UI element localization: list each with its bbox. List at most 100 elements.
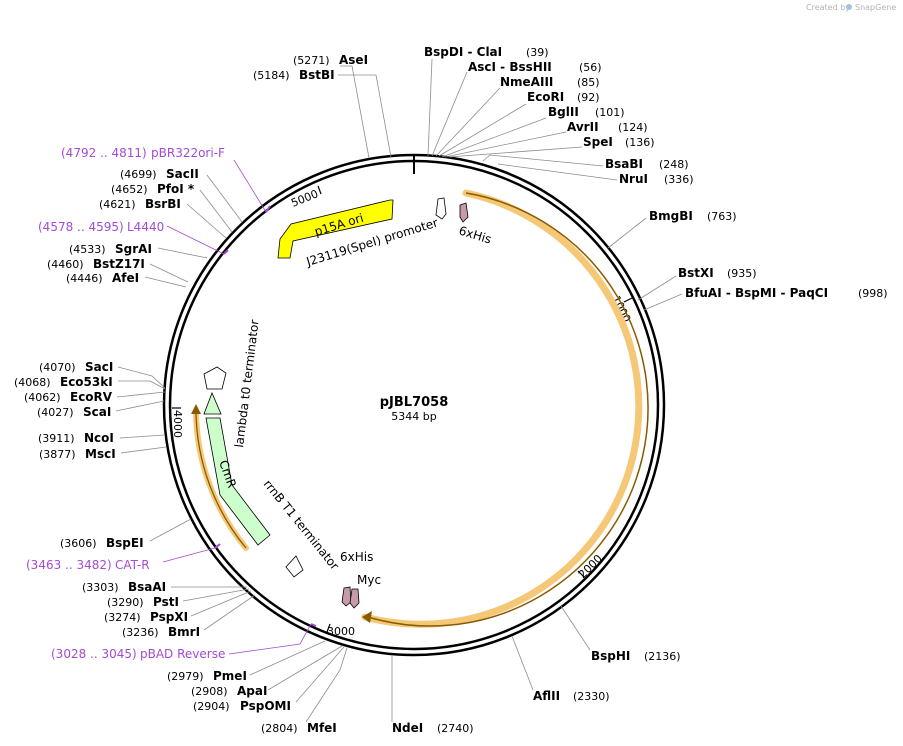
leader-clai [427, 58, 433, 157]
rrnb-terminator-feature [285, 555, 304, 578]
leader-bsshii [431, 71, 468, 157]
leader-pfoi [199, 189, 233, 233]
site-name-scai[interactable]: ScaI [83, 405, 111, 419]
leader-afei [144, 276, 187, 288]
site-name-bstbi[interactable]: BstBI [299, 68, 335, 82]
site-name-clai[interactable]: BspDI - ClaI [424, 45, 502, 59]
myc-tag-label: Myc [357, 573, 381, 587]
site-pos-mfei: (2804) [261, 722, 298, 735]
orf-arc-highlight [361, 189, 643, 628]
site-leader-lines [115, 58, 683, 723]
plasmid-name: pJBL7058 [380, 395, 449, 410]
site-name-avrii[interactable]: AvrII [567, 120, 599, 134]
site-name-afei[interactable]: AfeI [112, 271, 139, 285]
site-name-bstxi[interactable]: BstXI [678, 266, 714, 280]
site-name-bsrbi[interactable]: BsrBI [145, 197, 181, 211]
primer-range-l4440: (4578 .. 4595) [38, 220, 124, 234]
site-name-asei[interactable]: AseI [339, 53, 368, 67]
site-pos-ecori: (92) [577, 91, 600, 104]
site-name-bsabi[interactable]: BsaBI [605, 157, 643, 171]
brand-text: SnapGene [855, 3, 896, 12]
site-name-mfei[interactable]: MfeI [307, 721, 337, 735]
leader-bglii [441, 117, 547, 158]
site-name-pfoi[interactable]: PfoI * [157, 182, 195, 196]
his-tag-bottom-feature [341, 586, 352, 607]
site-pos-apai: (2908) [191, 685, 228, 698]
primer-mark-cat-r [214, 543, 221, 549]
site-pos-psti: (3290) [107, 596, 144, 609]
site-name-msci[interactable]: MscI [85, 447, 116, 461]
site-name-bsphi[interactable]: BspHI [591, 649, 630, 663]
site-pos-bglii: (101) [595, 106, 625, 119]
site-pos-eco53ki: (4068) [14, 376, 51, 389]
site-name-pmei[interactable]: PmeI [213, 669, 247, 683]
site-name-nrui[interactable]: NruI [619, 172, 648, 186]
primer-range-cat-r: (3463 .. 3482) [26, 558, 112, 572]
primer-name-pbad-reverse[interactable]: pBAD Reverse [140, 647, 225, 661]
leader-bstxi [637, 275, 677, 301]
site-pos-nmeaiii: (85) [577, 76, 600, 89]
site-name-sgrai[interactable]: SgrAI [115, 242, 152, 256]
site-name-bsaai[interactable]: BsaAI [128, 580, 166, 594]
leader-sacii [206, 174, 243, 223]
site-pos-bsphi: (2136) [644, 650, 681, 663]
leader-bsrbi [186, 203, 227, 239]
primer-name-pbr322ori-f[interactable]: pBR322ori-F [151, 146, 225, 160]
site-name-bmgbi[interactable]: BmgBI [649, 209, 693, 223]
site-name-pspxi[interactable]: PspXI [150, 610, 188, 624]
site-name-ecori[interactable]: EcoRI [527, 90, 564, 104]
site-name-pspomi[interactable]: PspOMI [240, 699, 291, 713]
site-name-apai[interactable]: ApaI [237, 684, 267, 698]
site-name-bfuai[interactable]: BfuAI - BspMI - PaqCI [685, 286, 828, 300]
site-pos-sgrai: (4533) [69, 243, 106, 256]
site-name-bstz17i[interactable]: BstZ17I [93, 257, 145, 271]
ruler-tick-1000 [623, 297, 633, 303]
site-pos-pspomi: (2904) [193, 700, 230, 713]
primer-leader-pbad-reverse [228, 623, 312, 655]
leader-avrii [444, 131, 567, 158]
orf-arrowhead [362, 611, 372, 623]
cmr-feature [203, 391, 271, 546]
site-name-ecorv[interactable]: EcoRV [70, 390, 113, 404]
orf-arc [367, 192, 649, 627]
site-name-sacii[interactable]: SacII [166, 167, 199, 181]
site-pos-afei: (4446) [66, 272, 103, 285]
site-name-aflii[interactable]: AflII [533, 689, 560, 703]
primer-leader-cat-r [162, 547, 216, 563]
primer-name-l4440[interactable]: L4440 [127, 220, 164, 234]
site-name-saci[interactable]: SacI [85, 360, 113, 374]
site-name-ncoi[interactable]: NcoI [84, 431, 114, 445]
his-tag-bottom-label: 6xHis [340, 550, 373, 564]
leader-scai [115, 400, 165, 412]
leader-ecori [438, 103, 527, 157]
leader-asei [340, 65, 370, 159]
leader-bsphi [560, 605, 591, 651]
site-pos-pspxi: (3274) [104, 611, 141, 624]
lambda-terminator-label: lambda t0 terminator [232, 319, 262, 449]
site-name-nmeaiii[interactable]: NmeAIII [500, 75, 553, 89]
site-name-spei[interactable]: SpeI [583, 135, 613, 149]
site-name-ndei[interactable]: NdeI [392, 721, 423, 735]
site-pos-saci: (4070) [39, 361, 76, 374]
ruler-tick-2000 [577, 570, 585, 578]
primer-leader-l4440 [166, 225, 225, 255]
primer-name-cat-r[interactable]: CAT-R [115, 558, 150, 572]
ruler-tick-3000 [326, 623, 331, 633]
leader-nrui [497, 163, 618, 181]
ruler-label-5000: 5000 [289, 187, 320, 210]
left-orf-arc [195, 411, 247, 549]
site-name-eco53ki[interactable]: Eco53kI [60, 375, 113, 389]
site-pos-ecorv: (4062) [24, 391, 61, 404]
site-pos-clai: (39) [526, 46, 549, 59]
leader-pspxi [190, 590, 252, 617]
site-pos-pfoi: (4652) [111, 183, 148, 196]
site-pos-bmgbi: (763) [707, 210, 737, 223]
site-name-bsshii[interactable]: AscI - BssHII [468, 60, 552, 74]
site-name-bmri[interactable]: BmrI [168, 625, 200, 639]
site-name-bspei[interactable]: BspEI [106, 536, 144, 550]
leader-psti [182, 588, 250, 602]
site-pos-scai: (4027) [37, 406, 74, 419]
leader-sgrai [157, 247, 208, 259]
site-name-psti[interactable]: PstI [153, 595, 179, 609]
site-name-bglii[interactable]: BglII [548, 105, 579, 119]
